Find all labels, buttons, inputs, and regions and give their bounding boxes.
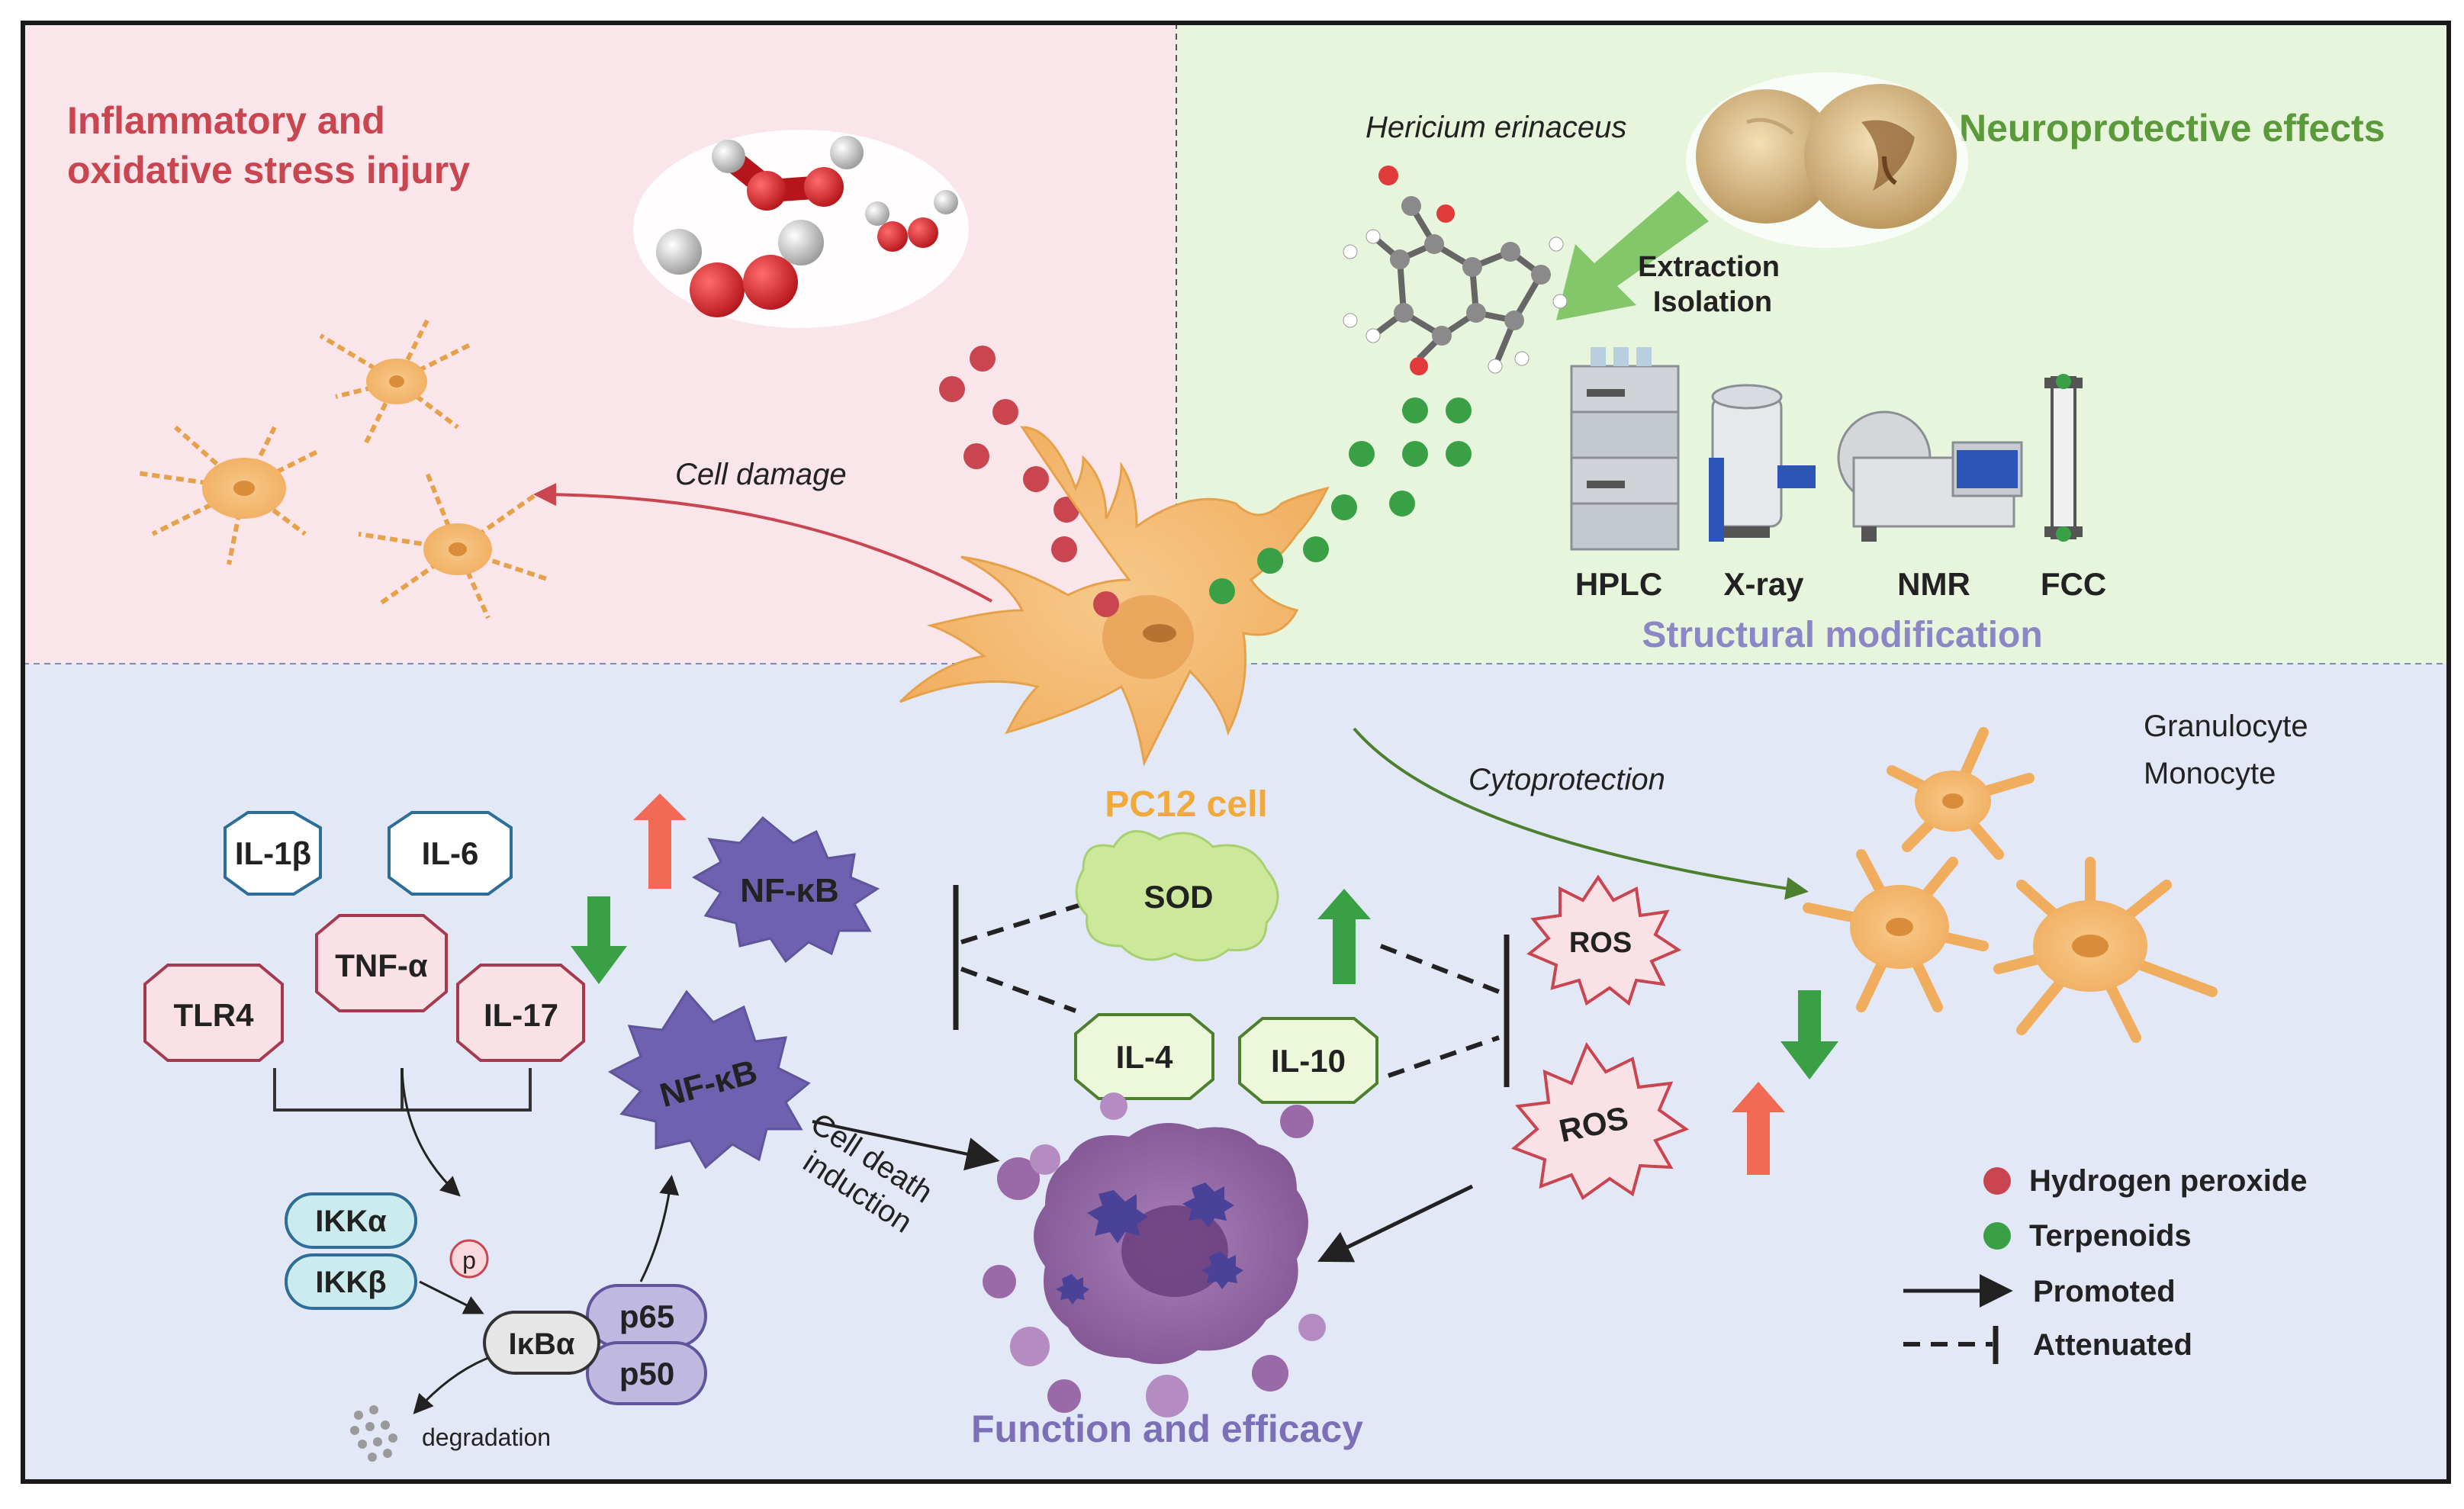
fcc-column-icon bbox=[2044, 374, 2083, 542]
sod-cloud-icon: SOD bbox=[1075, 830, 1279, 962]
ikk-complex: IKKα IKKβ bbox=[285, 1192, 417, 1310]
legend-terpenoids-label: Terpenoids bbox=[2029, 1219, 2192, 1253]
svg-text:p50: p50 bbox=[619, 1356, 674, 1392]
instrument-label-xray: X-ray bbox=[1723, 566, 1804, 602]
svg-text:IL-4: IL-4 bbox=[1116, 1039, 1173, 1075]
svg-text:TLR4: TLR4 bbox=[174, 997, 255, 1033]
pc12-cell-label: PC12 cell bbox=[1105, 784, 1267, 825]
degradation-dots bbox=[350, 1405, 397, 1462]
degradation-label: degradation bbox=[422, 1424, 551, 1451]
structural-modification-label: Structural modification bbox=[1642, 615, 2042, 655]
extraction-arrow bbox=[1556, 191, 1709, 320]
phospho-badge: p bbox=[449, 1239, 489, 1279]
svg-text:p65: p65 bbox=[619, 1298, 674, 1334]
nfkb-complex: p65 p50 IκBα bbox=[483, 1284, 707, 1405]
nfkb-burst-icon: NF-κB bbox=[607, 989, 811, 1170]
cell-damage-arrow bbox=[533, 483, 992, 603]
monocyte-label: Monocyte bbox=[2144, 757, 2276, 790]
svg-text:TNF-α: TNF-α bbox=[335, 948, 428, 983]
extraction-label: Extraction bbox=[1638, 251, 1780, 283]
hplc-instrument-icon bbox=[1570, 347, 1680, 551]
svg-text:ROS: ROS bbox=[1569, 927, 1632, 959]
cytoprotection-label: Cytoprotection bbox=[1468, 763, 1665, 796]
mushroom-icon bbox=[1686, 72, 1968, 248]
svg-text:IL-17: IL-17 bbox=[484, 997, 558, 1033]
cytokine-il10: IL-10 bbox=[1238, 1017, 1378, 1104]
figure-border bbox=[21, 21, 2451, 1484]
cytokine-tlr4: TLR4 bbox=[143, 964, 284, 1062]
cell-damage-label: Cell damage bbox=[675, 458, 847, 491]
up-arrow-icon bbox=[1732, 1082, 1785, 1175]
ros-burst-icon: ROS bbox=[1526, 874, 1682, 1006]
svg-text:IKKα: IKKα bbox=[315, 1205, 387, 1238]
instrument-label-nmr: NMR bbox=[1897, 566, 1970, 602]
up-arrow-icon bbox=[1317, 889, 1371, 984]
svg-text:SOD: SOD bbox=[1144, 879, 1213, 915]
cytokine-il6: IL-6 bbox=[388, 811, 513, 896]
svg-text:p: p bbox=[462, 1247, 476, 1274]
svg-text:IL-6: IL-6 bbox=[422, 835, 479, 871]
legend-hydrogen-peroxide-swatch bbox=[1983, 1167, 2011, 1195]
panel-title-neuroprotective: Neuroprotective effects bbox=[1959, 107, 2385, 150]
function-efficacy-title: Function and efficacy bbox=[971, 1408, 1363, 1450]
svg-text:IKKβ: IKKβ bbox=[315, 1266, 386, 1299]
cytokine-il1b: IL-1β bbox=[224, 811, 322, 896]
nfkb-burst-icon: NF-κB bbox=[691, 816, 880, 964]
legend-terpenoids-swatch bbox=[1983, 1222, 2011, 1250]
ros-burst-icon: ROS bbox=[1511, 1041, 1690, 1200]
svg-text:IL-1β: IL-1β bbox=[235, 835, 311, 871]
legend: Hydrogen peroxide Terpenoids Promoted At… bbox=[1903, 1164, 2308, 1364]
legend-promoted-label: Promoted bbox=[2033, 1275, 2176, 1308]
down-arrow-icon bbox=[571, 896, 627, 984]
nmr-instrument-icon bbox=[1837, 410, 2023, 542]
cytoprotection-arrow bbox=[1353, 727, 1809, 900]
species-label: Hericium erinaceus bbox=[1365, 111, 1626, 144]
cytokine-il4: IL-4 bbox=[1074, 1013, 1214, 1100]
cytokine-il17: IL-17 bbox=[456, 964, 585, 1062]
down-arrow-icon bbox=[1780, 990, 1838, 1079]
panel-title-inflammatory: Inflammatory and bbox=[67, 99, 385, 142]
isolation-label: Isolation bbox=[1653, 286, 1772, 318]
apoptotic-cell-icon bbox=[983, 1092, 1326, 1417]
xray-instrument-icon bbox=[1709, 384, 1816, 542]
instrument-label-fcc: FCC bbox=[2041, 566, 2106, 602]
damaged-neuron-icon bbox=[137, 319, 550, 619]
svg-text:IκBα: IκBα bbox=[509, 1327, 575, 1361]
legend-attenuated-label: Attenuated bbox=[2033, 1328, 2192, 1362]
instrument-label-hplc: HPLC bbox=[1575, 566, 1662, 602]
h2o2-molecule-icon bbox=[633, 130, 969, 328]
svg-text:NF-κB: NF-κB bbox=[740, 872, 839, 909]
svg-text:IL-10: IL-10 bbox=[1271, 1043, 1346, 1079]
panel-top-left bbox=[23, 23, 1176, 664]
legend-hydrogen-peroxide-label: Hydrogen peroxide bbox=[2029, 1164, 2308, 1198]
cytokine-tnfa: TNF-α bbox=[315, 914, 448, 1012]
up-arrow-icon bbox=[633, 793, 687, 889]
granulocyte-label: Granulocyte bbox=[2144, 709, 2308, 743]
panel-title-oxidative: oxidative stress injury bbox=[67, 149, 470, 191]
